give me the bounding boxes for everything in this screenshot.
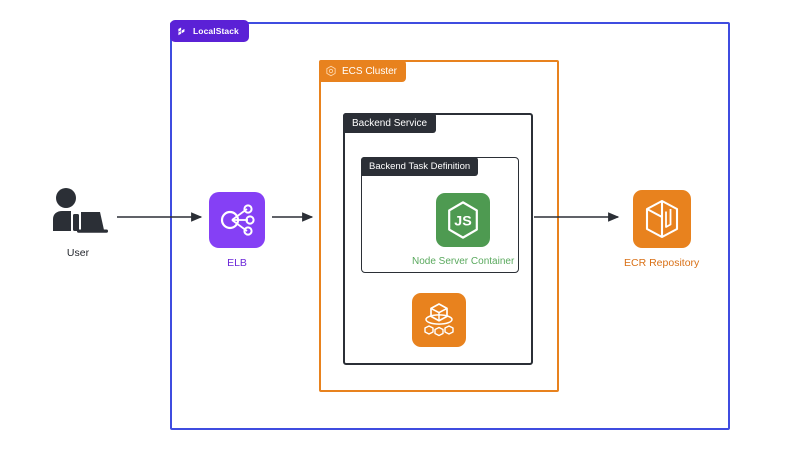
ecs-cluster-label: ECS Cluster [342, 65, 398, 77]
backend-service-tab: Backend Service [343, 113, 437, 133]
user-at-laptop-icon [46, 185, 110, 237]
user-label: User [66, 247, 90, 259]
localstack-icon [177, 26, 188, 37]
node-ecr-repository: ECR Repository [624, 190, 699, 269]
ecs-task-icon [412, 293, 466, 347]
elb-label: ELB [227, 257, 247, 269]
backend-service-boundary [343, 113, 533, 365]
ecr-repository-label: ECR Repository [624, 257, 700, 269]
ecs-cluster-boundary [319, 60, 559, 392]
node-server-container-label: Node Server Container [412, 256, 515, 267]
localstack-boundary [170, 22, 730, 430]
node-user: User [46, 185, 110, 259]
node-node-server-container: JS Node Server Container [412, 193, 514, 267]
nodejs-icon: JS [436, 193, 491, 247]
ecs-cluster-tab: ECS Cluster [319, 60, 407, 82]
ecr-repository-icon [632, 190, 691, 248]
node-ecs-task [412, 293, 466, 347]
node-elb: ELB [209, 192, 265, 269]
backend-service-label: Backend Service [352, 117, 428, 129]
localstack-label: LocalStack [193, 26, 239, 36]
ecs-cluster-icon [325, 65, 337, 77]
backend-task-definition-label: Backend Task Definition [369, 161, 471, 172]
elastic-load-balancer-icon [209, 192, 265, 248]
localstack-tab: LocalStack [170, 20, 249, 42]
svg-text:JS: JS [454, 214, 471, 230]
backend-task-definition-tab: Backend Task Definition [361, 157, 479, 176]
